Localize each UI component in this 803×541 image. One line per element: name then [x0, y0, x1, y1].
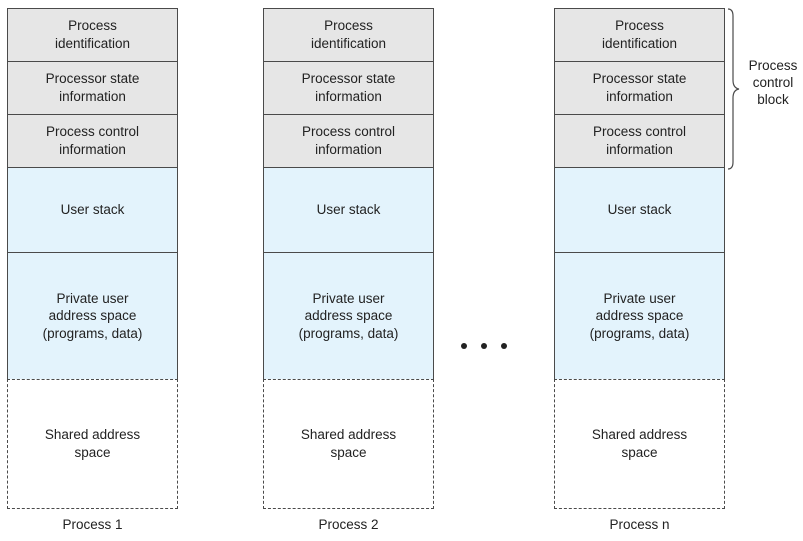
process-caption: Process 2: [318, 517, 379, 532]
process-2-image: Process identification Processor state i…: [263, 8, 434, 532]
process-identification-block: Process identification: [263, 8, 434, 62]
process-identification-block: Process identification: [554, 8, 725, 62]
dot: [481, 343, 487, 349]
process-control-info-block: Process control information: [263, 114, 434, 168]
processor-state-block: Processor state information: [554, 61, 725, 115]
process-caption: Process n: [609, 517, 670, 532]
shared-address-space-block: Shared address space: [7, 379, 178, 509]
shared-address-space-block: Shared address space: [554, 379, 725, 509]
user-stack-block: User stack: [263, 167, 434, 253]
process-1-image: Process identification Processor state i…: [7, 8, 178, 532]
processor-state-block: Processor state information: [263, 61, 434, 115]
process-n-image: Process identification Processor state i…: [554, 8, 725, 532]
private-address-space-block: Private user address space (programs, da…: [263, 252, 434, 380]
private-address-space-block: Private user address space (programs, da…: [7, 252, 178, 380]
ellipsis-dots: [461, 343, 507, 349]
user-stack-block: User stack: [554, 167, 725, 253]
dot: [501, 343, 507, 349]
process-control-info-block: Process control information: [554, 114, 725, 168]
pcb-label: Process control block: [748, 58, 798, 107]
shared-address-space-block: Shared address space: [263, 379, 434, 509]
process-identification-block: Process identification: [7, 8, 178, 62]
process-control-info-block: Process control information: [7, 114, 178, 168]
user-stack-block: User stack: [7, 167, 178, 253]
private-address-space-block: Private user address space (programs, da…: [554, 252, 725, 380]
processor-state-block: Processor state information: [7, 61, 178, 115]
pcb-brace-icon: [727, 8, 740, 170]
dot: [461, 343, 467, 349]
process-caption: Process 1: [62, 517, 123, 532]
